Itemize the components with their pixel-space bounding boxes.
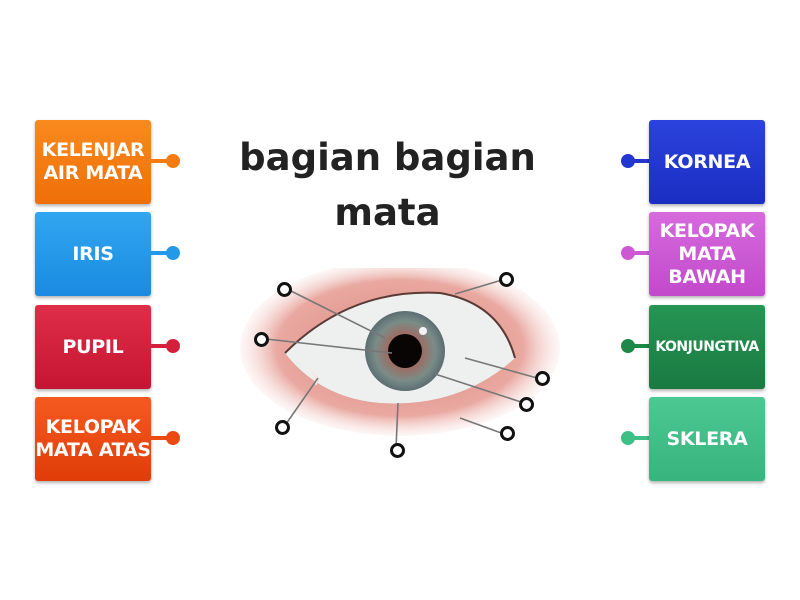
connector (629, 344, 649, 348)
label-tile-kelenjar-air-mata[interactable]: KELENJAR AIR MATA (35, 120, 151, 204)
connector (629, 159, 649, 163)
marker-lower-eyelid-area[interactable] (500, 426, 515, 441)
marker-pupil-area[interactable] (254, 332, 269, 347)
marker-lower-center-area[interactable] (390, 443, 405, 458)
connector-dot[interactable] (621, 339, 635, 353)
connector-dot[interactable] (621, 246, 635, 260)
marker-tear-gland-area[interactable] (275, 420, 290, 435)
connector-dot[interactable] (166, 339, 180, 353)
connector (151, 251, 171, 255)
label-tile-kornea[interactable]: KORNEA (649, 120, 765, 204)
connector (151, 344, 171, 348)
connector (629, 436, 649, 440)
connector-dot[interactable] (621, 154, 635, 168)
marker-lens-iris-area[interactable] (277, 282, 292, 297)
page-title: bagian bagian mata (239, 136, 536, 234)
label-tile-sklera[interactable]: SKLERA (649, 397, 765, 481)
connector-dot[interactable] (621, 431, 635, 445)
label-tile-pupil[interactable]: PUPIL (35, 305, 151, 389)
eye-image (240, 268, 560, 448)
connector (629, 251, 649, 255)
connector-dot[interactable] (166, 431, 180, 445)
marker-upper-eyelid-area[interactable] (499, 272, 514, 287)
marker-iris-edge-area[interactable] (519, 397, 534, 412)
connector-dot[interactable] (166, 246, 180, 260)
marker-sclera-area[interactable] (535, 371, 550, 386)
label-tile-kelopak-mata-atas[interactable]: KELOPAK MATA ATAS (35, 397, 151, 481)
connector (151, 159, 171, 163)
label-tile-kelopak-mata-bawah[interactable]: KELOPAK MATA BAWAH (649, 212, 765, 296)
connector (151, 436, 171, 440)
label-tile-konjungtiva[interactable]: KONJUNGTIVA (649, 305, 765, 389)
label-tile-iris[interactable]: IRIS (35, 212, 151, 296)
connector-dot[interactable] (166, 154, 180, 168)
